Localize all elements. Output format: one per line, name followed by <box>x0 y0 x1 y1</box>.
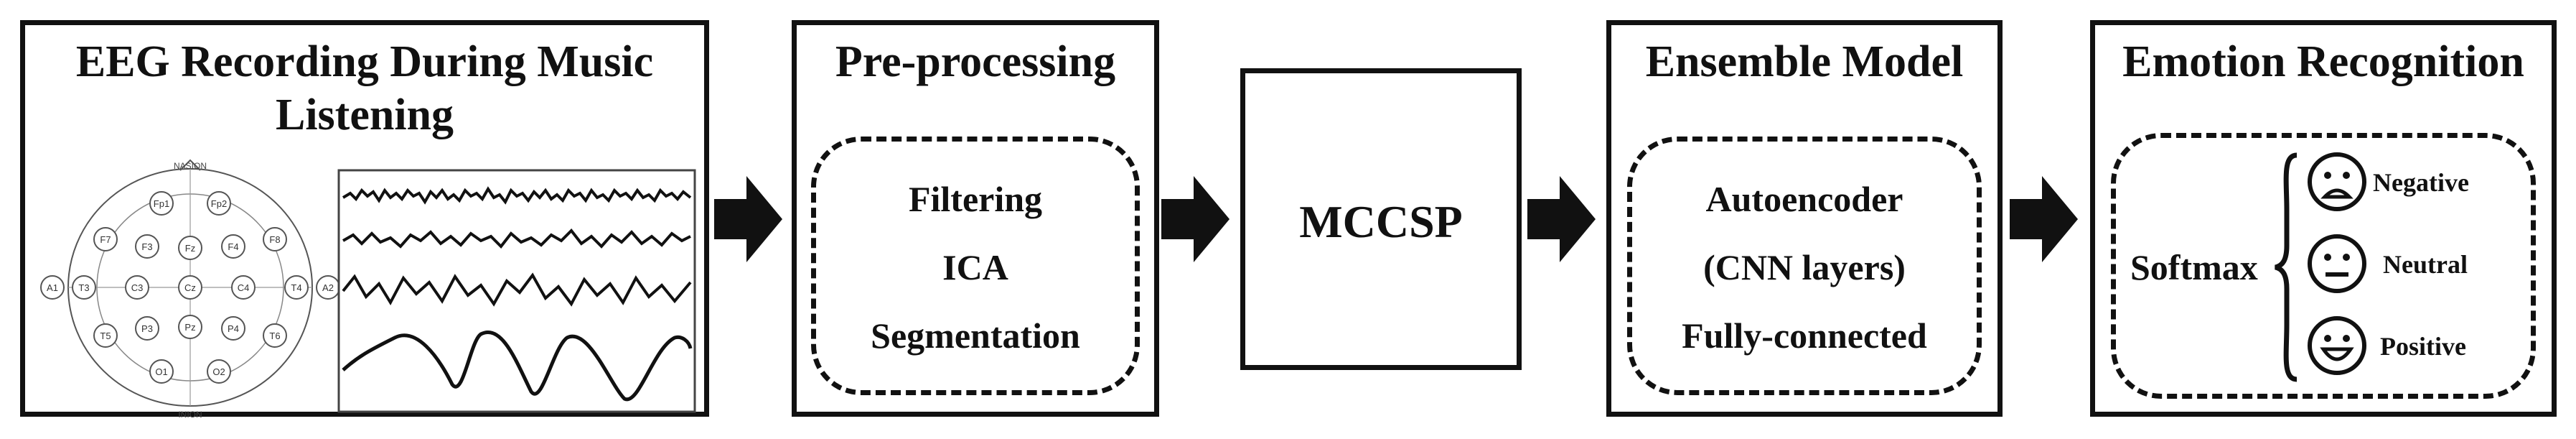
arrow-right-icon <box>714 176 782 262</box>
electrode-o2 <box>207 359 231 384</box>
sad-face-icon <box>2308 152 2366 211</box>
electrode-f3 <box>135 234 159 259</box>
emotion-recognition-box: Emotion Recognition Softmax Negative Neu… <box>2090 20 2557 417</box>
electrode-label: P3 <box>141 323 153 334</box>
electrode-fp2 <box>207 191 231 216</box>
arrow-right-icon <box>2010 176 2078 262</box>
electrode-c3 <box>125 275 149 300</box>
ensemble-cnn-layers: (CNN layers) <box>1703 247 1906 287</box>
ensemble-fully-connected: Fully-connected <box>1682 315 1927 356</box>
eeg-trace-2 <box>342 228 691 249</box>
electrode-t4 <box>284 275 309 300</box>
electrode-label: C4 <box>238 282 250 293</box>
electrode-label: O1 <box>155 366 167 377</box>
electrode-cz <box>178 275 202 300</box>
electrode-t3 <box>72 275 96 300</box>
electrode-label: F7 <box>100 234 111 245</box>
electrode-label: T3 <box>78 282 89 293</box>
electrode-pz <box>178 315 202 339</box>
class-neutral-label: Neutral <box>2383 250 2468 279</box>
curly-brace-icon <box>2275 152 2298 382</box>
arrow-right-icon <box>1527 176 1596 262</box>
electrode-label: O2 <box>212 366 225 377</box>
mccsp-box: MCCSP <box>1240 68 1522 370</box>
electrode-p4 <box>221 316 245 341</box>
class-negative-label: Negative <box>2373 168 2469 197</box>
electrode-label: F8 <box>269 234 280 245</box>
electrode-f8 <box>263 227 287 251</box>
electrode-p3 <box>135 316 159 341</box>
electrode-fz <box>178 236 202 260</box>
electrode-o1 <box>149 359 174 384</box>
eeg-trace-3 <box>342 272 692 307</box>
neutral-face-icon <box>2308 234 2366 293</box>
eeg-title-line2: Listening <box>275 91 454 139</box>
electrode-c4 <box>231 275 256 300</box>
electrode-label: F4 <box>228 241 238 252</box>
eeg-trace-1 <box>342 186 692 205</box>
eeg-title-line1: EEG Recording During Music <box>75 37 654 86</box>
electrode-label: Cz <box>184 282 196 293</box>
ensemble-model-box: Ensemble Model Autoencoder (CNN layers) … <box>1606 20 2003 417</box>
electrode-label: F3 <box>141 241 152 252</box>
electrode-label: C3 <box>131 282 144 293</box>
electrode-label: A1 <box>47 282 58 293</box>
electrode-label: T6 <box>269 331 280 341</box>
eeg-trace-4 <box>342 331 693 402</box>
preprocessing-step-ica: ICA <box>942 247 1008 287</box>
preprocessing-steps-group: Filtering ICA Segmentation <box>811 137 1140 395</box>
electrode-t5 <box>93 323 118 348</box>
arrow-right-icon <box>1161 176 1230 262</box>
electrode-f4 <box>221 234 245 259</box>
happy-face-icon <box>2308 316 2366 375</box>
ensemble-autoencoder: Autoencoder <box>1705 179 1903 219</box>
electrode-label: Fp2 <box>211 198 227 209</box>
eeg-recording-box: EEG Recording During Music Listening NAS… <box>20 20 709 420</box>
preprocessing-title: Pre-processing <box>835 37 1116 86</box>
electrode-fp1 <box>149 191 174 216</box>
electrode-label: A2 <box>322 282 334 293</box>
electrode-label: Pz <box>184 322 195 333</box>
electrode-f7 <box>93 227 118 251</box>
nasion-label: NASION <box>174 161 207 171</box>
electrode-label: Fp1 <box>154 198 169 209</box>
electrode-a1 <box>40 275 65 300</box>
class-positive-label: Positive <box>2380 332 2466 361</box>
preprocessing-step-filtering: Filtering <box>908 179 1043 219</box>
electrode-label: Fz <box>185 243 195 254</box>
ensemble-title: Ensemble Model <box>1645 37 1964 86</box>
ensemble-components-group: Autoencoder (CNN layers) Fully-connected <box>1627 137 1982 395</box>
eeg-signal-panel <box>337 169 696 413</box>
emotion-title: Emotion Recognition <box>2122 37 2524 86</box>
electrode-t6 <box>263 323 287 348</box>
inion-label: INION <box>178 410 202 420</box>
electrode-label: P4 <box>228 323 239 334</box>
preprocessing-box: Pre-processing Filtering ICA Segmentatio… <box>792 20 1159 417</box>
mccsp-label: MCCSP <box>1299 196 1463 247</box>
preprocessing-step-segmentation: Segmentation <box>871 315 1080 356</box>
emotion-classifier-group: Softmax Negative Neutral Positive <box>2111 133 2536 399</box>
electrode-label: T5 <box>100 331 111 341</box>
softmax-label: Softmax <box>2130 247 2258 287</box>
electrode-label: T4 <box>291 282 301 293</box>
